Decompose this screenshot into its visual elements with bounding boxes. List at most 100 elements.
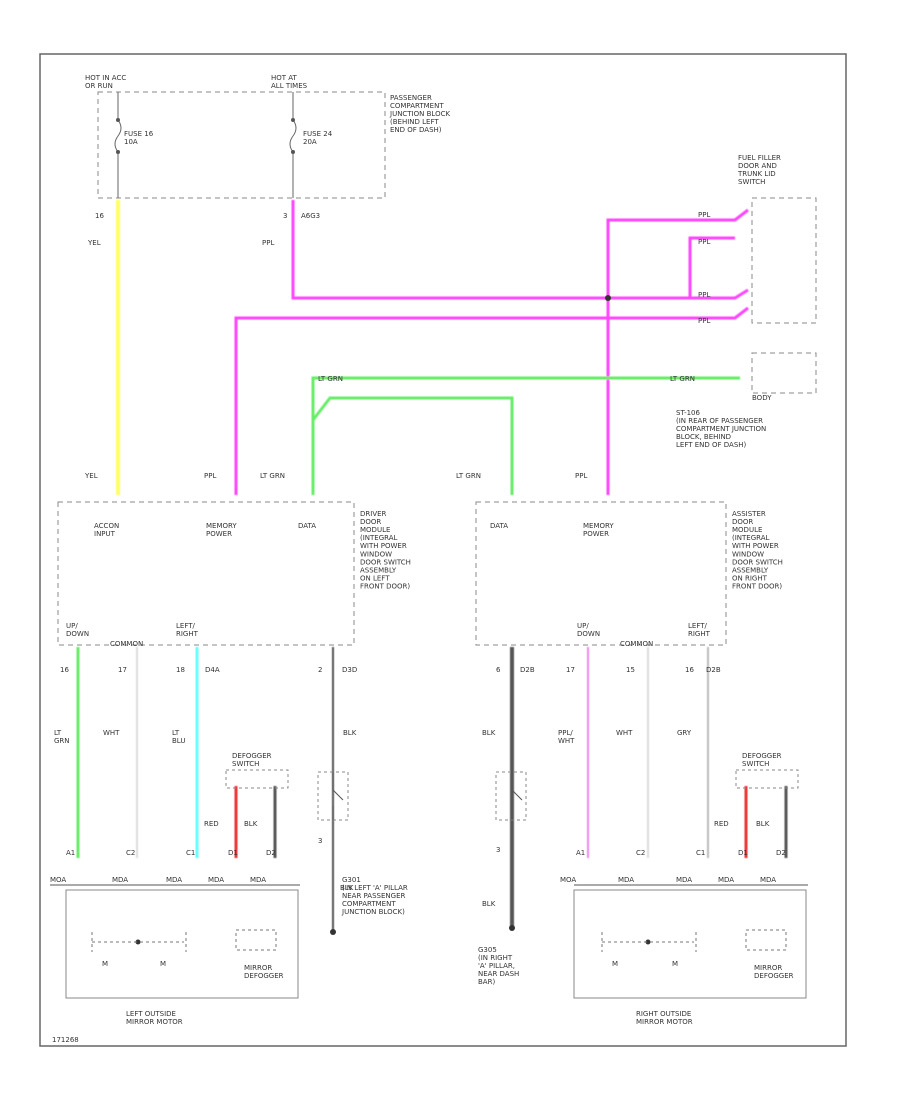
left-gnd-wire2: BLK [340,884,354,892]
yel-wire-label: YEL [87,239,101,247]
right-conn-d2: D2 [776,849,786,857]
ground-switches [317,771,527,821]
left-mda-2: MDA [112,876,128,884]
body-connector-label: BODY [752,394,772,402]
ground-dot-left [330,929,336,935]
pass-up-label: UP/DOWN [577,622,600,638]
right-conn-c1: C1 [696,849,705,857]
pin-16-label: 16 [95,212,104,220]
ground-dot-right [509,925,515,931]
right-gnd-conn: D2B [520,666,535,674]
pin-3-label: 3 [283,212,287,220]
pin-3-conn-label: A6G3 [301,212,320,220]
left-conn-label: D4A [205,666,220,674]
left-motor-1: M [102,960,108,968]
left-conn-d2: D2 [266,849,276,857]
driver-up-label: UP/DOWN [66,622,89,638]
right-pin-1: 17 [566,666,575,674]
grn-wire-body [311,376,740,495]
diagram-frame [39,53,847,1047]
left-mda-5: MDA [250,876,266,884]
ppl-wire-fuse [291,200,608,300]
junction-dot-ppl [605,295,611,301]
driver-ppl-label: PPL [204,472,216,480]
right-w3-label: GRY [677,729,692,737]
right-blk-label: BLK [756,820,770,828]
body-wire-label-2: LT GRN [670,375,695,383]
left-pin-1: 16 [60,666,69,674]
footer-id: 171268 [52,1036,79,1044]
right-gnd-pin: 6 [496,666,501,674]
left-blk-label: BLK [244,820,258,828]
right-pin-2: 15 [626,666,635,674]
left-conn-c1: C1 [186,849,195,857]
fuel-wire-4: PPL [698,317,710,325]
ppl-wire-vertical [606,218,690,495]
left-pin-3: 18 [176,666,185,674]
pass-data-label: DATA [490,522,508,530]
ppl-wire-fuel-1 [690,208,749,222]
driver-grn-label: LT GRN [260,472,285,480]
right-motor-1: M [612,960,618,968]
right-mirror-connectors: A1 C2 C1 D1 D2 MOA MDA MDA MDA MDA M M M… [560,849,808,1026]
left-red-label: RED [204,820,219,828]
left-mda-3: MDA [166,876,182,884]
grn-wire-pass [311,396,514,495]
right-gnd-pin2: 3 [496,846,500,854]
right-w1-label: PPL/WHT [558,729,575,745]
right-pin-3: 16 [685,666,694,674]
right-conn-label: D2B [706,666,721,674]
left-w2-label: WHT [103,729,120,737]
right-w2-label: WHT [616,729,633,737]
right-mda-5: MDA [760,876,776,884]
right-motor-2: M [672,960,678,968]
left-mda-4: MDA [208,876,224,884]
left-conn-c2: C2 [126,849,135,857]
right-conn-a1: A1 [576,849,585,857]
left-gnd-pin2: 3 [318,837,322,845]
right-mda-4: MDA [718,876,734,884]
body-splice: LT GRN LT GRN BODY ST-106(IN REAR OF PAS… [318,352,817,449]
left-motor-2: M [160,960,166,968]
right-gnd-wire: BLK [482,729,496,737]
left-conn-d1: D1 [228,849,238,857]
driver-common-label: COMMON [110,640,143,648]
body-wire-label: LT GRN [318,375,343,383]
left-gnd-conn: D3D [342,666,357,674]
pass-left-right-label: LEFT/RIGHT [688,622,711,638]
right-gnd-wire2: BLK [482,900,496,908]
right-red-label: RED [714,820,729,828]
pass-common-label: COMMON [620,640,653,648]
right-mda-1: MOA [560,876,576,884]
fuel-wire-3: PPL [698,291,710,299]
fuel-wire-2: PPL [698,238,710,246]
left-conn-a1: A1 [66,849,75,857]
driver-left-right-label: LEFT/RIGHT [176,622,199,638]
right-conn-d1: D1 [738,849,748,857]
pass-ppl-label: PPL [575,472,587,480]
ppl-wire-memory [234,306,749,495]
right-conn-c2: C2 [636,849,645,857]
left-mirror-connectors: A1 C2 C1 D1 D2 MOA MDA MDA MDA MDA M M M… [50,849,300,1026]
